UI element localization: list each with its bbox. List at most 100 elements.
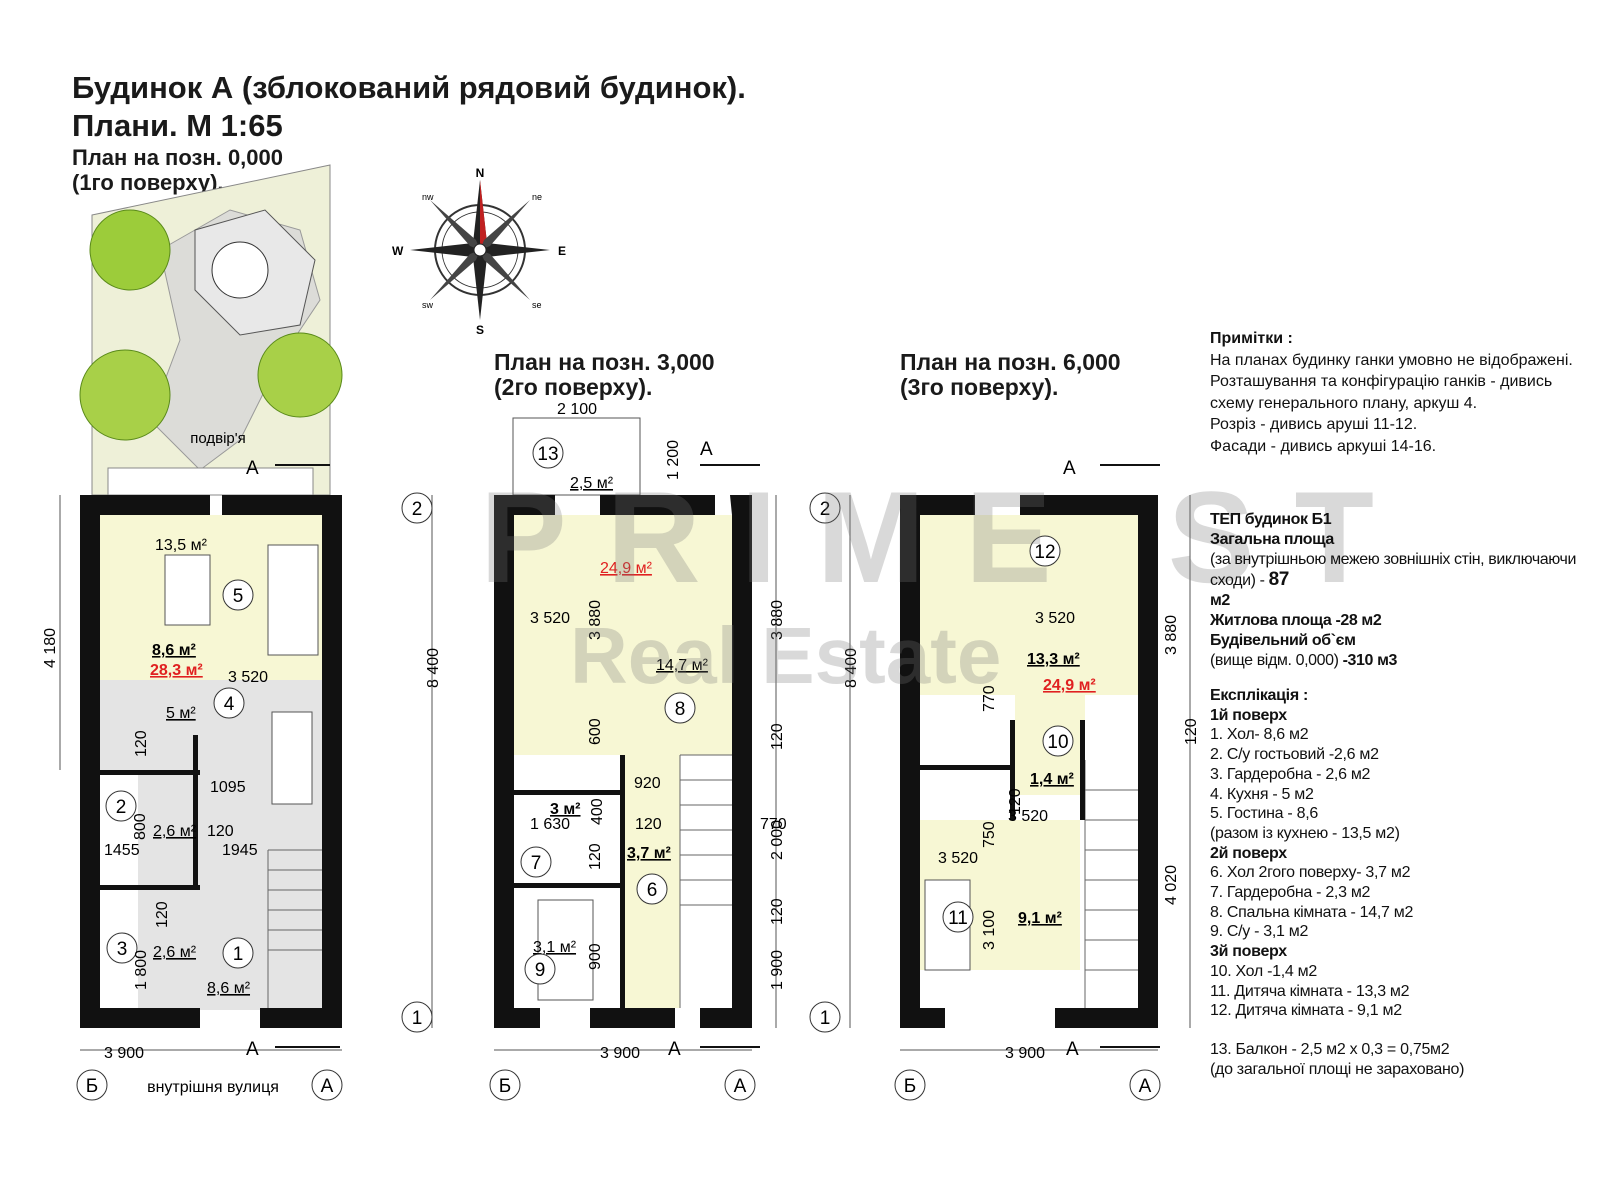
dim-label: 900: [587, 943, 604, 970]
room-4-area: 5 м²: [166, 705, 196, 722]
explication-item: 5. Гостина - 8,6: [1210, 805, 1318, 823]
explication-item: 10. Хол -1,4 м2: [1210, 962, 1317, 980]
note-line: Фасади - дивись аркуші 14-16.: [1210, 437, 1437, 455]
axis-marker: 1: [809, 1001, 841, 1033]
tep-volume-label: Будівельний об`єм: [1210, 632, 1356, 649]
explication-panel: Експлікація : 1й поверх 1. Хол- 8,6 м2 2…: [1210, 686, 1590, 1079]
tep-living-area: Житлова площа -28 м2: [1210, 612, 1382, 629]
dim-label: 1945: [222, 842, 258, 859]
dim-label: 3 520: [1035, 610, 1075, 627]
dim-label: 120: [133, 730, 150, 757]
axis-marker: Б: [489, 1069, 521, 1101]
dim-label: 8 400: [843, 648, 860, 688]
dim-label: 3 880: [587, 600, 604, 640]
dim-label: 1455: [104, 842, 140, 859]
room-11-area: 9,1 м²: [1018, 910, 1062, 927]
floor-heading: 1й поверх: [1210, 706, 1287, 724]
floor-plan-3: 2 1 А 12 3 520 13,3 м² 24,9 м² 770 10 1,…: [809, 458, 1200, 1101]
plan3-total-area: 24,9 м²: [1043, 677, 1096, 694]
axis-marker: 2: [401, 492, 433, 524]
tep-heading: ТЕП будинок Б1: [1210, 511, 1332, 528]
dim-label: 120: [635, 816, 662, 833]
room-3-area: 2,6 м²: [153, 944, 197, 961]
svg-text:2: 2: [412, 499, 423, 520]
note-line: Розташування та конфігурацію ганків - ди…: [1210, 373, 1553, 412]
room-8-area: 14,7 м²: [656, 657, 709, 674]
dim-label: 4 020: [1163, 865, 1180, 905]
notes-heading: Примітки :: [1210, 330, 1293, 347]
room-marker: 1: [222, 937, 254, 969]
svg-text:11: 11: [948, 908, 968, 929]
compass-w: W: [392, 244, 404, 258]
dim-label: 8 400: [425, 648, 442, 688]
dim-label: 770: [760, 816, 787, 833]
dim-label: 3 900: [600, 1045, 640, 1062]
dim-label: 120: [769, 898, 786, 925]
explication-item: 12. Дитяча кімната - 9,1 м2: [1210, 1002, 1402, 1020]
compass-se: se: [532, 300, 542, 310]
section-marker: А: [246, 1039, 259, 1060]
axis-marker: А: [1129, 1069, 1161, 1101]
svg-text:9: 9: [535, 960, 546, 981]
tree-icon: [257, 332, 343, 418]
dim-label: 750: [981, 821, 998, 848]
room-marker: 4: [213, 687, 245, 719]
compass-rose-icon: N S E W nw ne sw se: [392, 166, 566, 337]
dim-label: 3 880: [769, 600, 786, 640]
plan-3-title-line2: (3го поверху).: [900, 374, 1059, 400]
axis-marker: 2: [809, 492, 841, 524]
dim-label: 120: [207, 823, 234, 840]
dim-label: 3 900: [1005, 1045, 1045, 1062]
dim-label: 3 520: [938, 850, 978, 867]
svg-text:12: 12: [1034, 542, 1055, 563]
tep-total-value: 87: [1268, 569, 1290, 590]
explication-item: (разом із кухнею - 13,5 м2): [1210, 824, 1400, 842]
svg-text:А: А: [734, 1076, 747, 1097]
svg-text:Б: Б: [499, 1076, 511, 1097]
room-5-area: 8,6 м²: [152, 642, 196, 659]
dim-label: 2 100: [557, 401, 597, 418]
section-marker: А: [1063, 458, 1076, 479]
room-marker: 3: [106, 932, 138, 964]
dim-label: 1 200: [665, 440, 682, 480]
explication-balcony: 13. Балкон - 2,5 м2 х 0,3 = 0,75м2: [1210, 1040, 1450, 1058]
room-9-area: 3,1 м²: [533, 939, 577, 956]
plan-2-title: План на позн. 3,000 (2го поверху).: [494, 350, 715, 400]
compass-s: S: [476, 323, 484, 337]
explication-item: 7. Гардеробна - 2,3 м2: [1210, 884, 1371, 902]
plan-1-title-line1: План на позн. 0,000: [72, 145, 283, 170]
plan-3-title: План на позн. 6,000 (3го поверху).: [900, 350, 1121, 400]
svg-text:6: 6: [647, 880, 658, 901]
notes-panel: Примітки : На планах будинку ганки умовн…: [1210, 328, 1590, 457]
dim-label: 3 900: [104, 1045, 144, 1062]
dim-label: 400: [589, 798, 606, 825]
explication-item: 1. Хол- 8,6 м2: [1210, 726, 1309, 744]
dim-label: 3 520: [228, 669, 268, 686]
dim-label: 120: [587, 843, 604, 870]
tep-total-note: (за внутрішньою межею зовнішніх стін, ви…: [1210, 551, 1577, 589]
room-12-area: 13,3 м²: [1027, 651, 1080, 668]
tree-icon: [89, 209, 171, 291]
tep-volume-note: (вище відм. 0,000): [1210, 652, 1343, 669]
street-label: внутрішня вулиця: [147, 1079, 279, 1096]
dim-label: 4 180: [42, 628, 59, 668]
explication-item: 6. Хол 2гого поверху- 3,7 м2: [1210, 864, 1411, 882]
axis-marker: А: [724, 1069, 756, 1101]
note-line: Розріз - дивись аруші 11-12.: [1210, 416, 1418, 433]
plan-2-title-line2: (2го поверху).: [494, 374, 653, 400]
explication-balcony-note: (до загальної площі не зараховано): [1210, 1060, 1465, 1078]
svg-text:8: 8: [675, 699, 686, 720]
dim-label: 3 520: [530, 610, 570, 627]
svg-text:5: 5: [233, 586, 244, 607]
dim-label: 1 900: [769, 950, 786, 990]
compass-sw: sw: [422, 300, 434, 310]
dim-label: 920: [634, 775, 661, 792]
floor-heading: 2й поверх: [1210, 844, 1287, 862]
explication-heading: Експлікація :: [1210, 687, 1309, 704]
room-marker: 9: [524, 953, 556, 985]
page-title: Будинок А (зблокований рядовий будинок).: [72, 70, 746, 105]
dim-label: 3 520: [1008, 808, 1048, 825]
room-13-area: 2,5 м²: [570, 475, 614, 492]
plan2-total-area: 24,9 м²: [600, 560, 653, 577]
